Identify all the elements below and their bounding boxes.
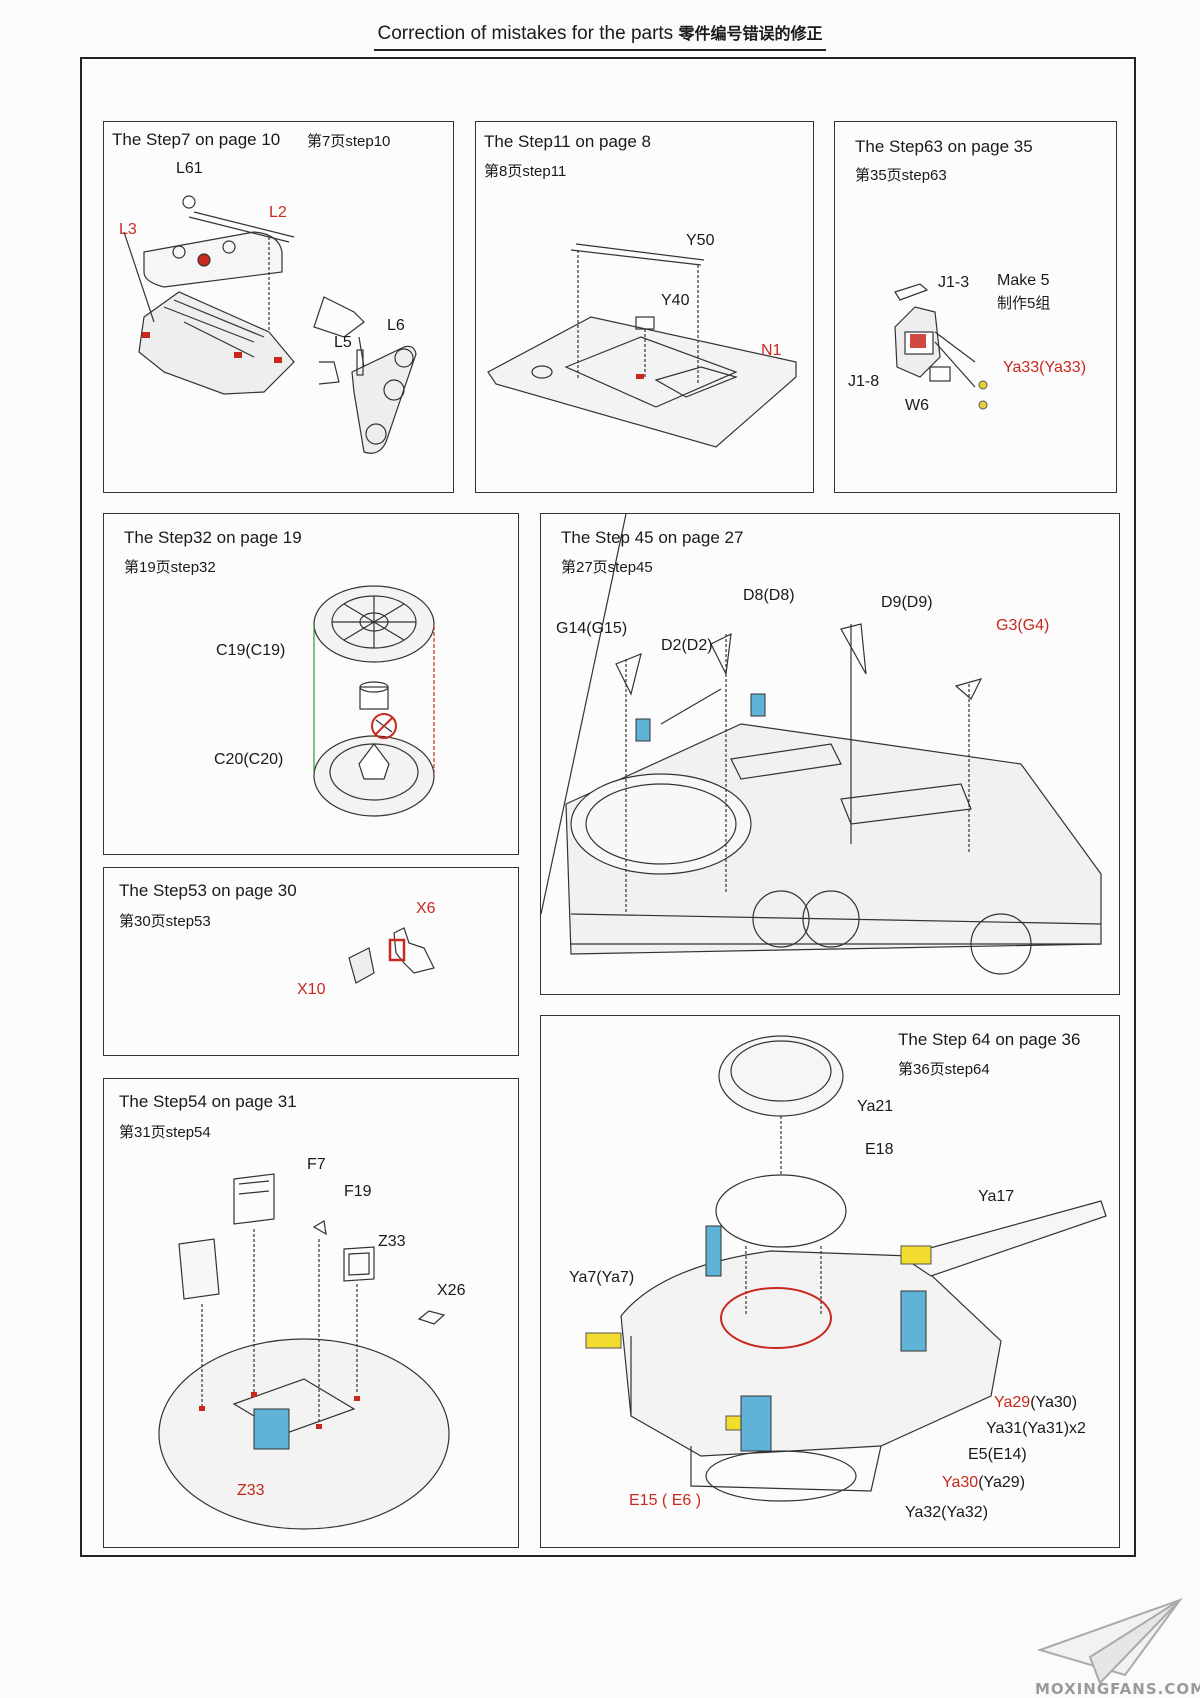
label-l6: L6 — [387, 317, 405, 334]
step45-heading: The Step 45 on page 27 — [561, 528, 744, 547]
label-e5: E5(E14) — [968, 1446, 1027, 1463]
panel-step32: The Step32 on page 19 第19页step32 C19(C19… — [103, 513, 519, 855]
page-title: Correction of mistakes for the parts 零件编… — [0, 20, 1200, 51]
ya30-rest: (Ya29) — [978, 1474, 1026, 1491]
hull-drawing — [541, 514, 1102, 975]
bracket-drawing — [894, 283, 988, 410]
panel-step53: The Step53 on page 30 第30页step53 X6 X10 — [103, 867, 519, 1056]
label-j18: J1-8 — [848, 373, 880, 390]
label-ya30: Ya30(Ya29) — [942, 1474, 1025, 1492]
label-e18: E18 — [865, 1141, 894, 1158]
label-d2: D2(D2) — [661, 637, 713, 654]
label-l2: L2 — [269, 204, 287, 221]
label-x10: X10 — [297, 981, 326, 998]
page-frame — [80, 57, 1136, 1557]
label-x26: X26 — [437, 1282, 466, 1299]
label-l5: L5 — [334, 334, 352, 351]
label-ya31: Ya31(Ya31)x2 — [986, 1420, 1086, 1437]
label-ya32: Ya32(Ya32) — [905, 1504, 989, 1521]
engine-drawing — [123, 195, 417, 454]
step64-heading: The Step 64 on page 36 — [898, 1030, 1081, 1049]
step45-heading-zh: 第27页step45 — [561, 559, 653, 576]
hull-floor-drawing — [487, 243, 797, 448]
step11-heading-zh: 第8页step11 — [484, 163, 567, 180]
label-make5-zh: 制作5组 — [997, 295, 1051, 312]
label-g3: G3(G4) — [996, 617, 1050, 634]
label-ya7: Ya7(Ya7) — [569, 1269, 635, 1286]
bracket-x-drawing — [348, 927, 435, 984]
turret-drawing — [585, 1035, 1107, 1502]
label-ya21: Ya21 — [857, 1098, 894, 1115]
label-f19: F19 — [344, 1183, 372, 1200]
step32-heading-zh: 第19页step32 — [124, 559, 216, 576]
step11-heading: The Step11 on page 8 — [484, 132, 651, 151]
label-d8: D8(D8) — [743, 587, 795, 604]
ya29-red-part: Ya29 — [994, 1394, 1031, 1411]
panel-step54: The Step54 on page 31 第31页step54 F7 F19 … — [103, 1078, 519, 1548]
label-z33-bottom: Z33 — [237, 1482, 265, 1499]
label-d9: D9(D9) — [881, 594, 933, 611]
label-ya17: Ya17 — [978, 1188, 1015, 1205]
label-f7: F7 — [307, 1156, 326, 1173]
step7-heading: The Step7 on page 10 — [112, 130, 281, 149]
panel-step45: The Step 45 on page 27 第27页step45 D8(D8)… — [540, 513, 1120, 995]
turret-floor-drawing — [158, 1173, 450, 1530]
step32-heading: The Step32 on page 19 — [124, 528, 302, 547]
label-make5: Make 5 — [997, 272, 1050, 289]
label-c19: C19(C19) — [216, 642, 286, 659]
label-x6: X6 — [416, 900, 436, 917]
label-j13: J1-3 — [938, 274, 970, 291]
step54-heading: The Step54 on page 31 — [119, 1092, 297, 1111]
panel-step11: The Step11 on page 8 第8页step11 Y50 Y40 N… — [475, 121, 814, 493]
step64-heading-zh: 第36页step64 — [898, 1061, 990, 1078]
panel-step63: The Step63 on page 35 第35页step63 J1-3 Ma… — [834, 121, 1117, 493]
step53-heading: The Step53 on page 30 — [119, 881, 297, 900]
step53-heading-zh: 第30页step53 — [119, 913, 211, 930]
step63-heading-zh: 第35页step63 — [855, 167, 947, 184]
label-ya33: Ya33(Ya33) — [1003, 359, 1087, 376]
label-n1: N1 — [761, 342, 782, 359]
label-z33-top: Z33 — [378, 1233, 406, 1250]
label-g14: G14(G15) — [556, 620, 628, 637]
panel-step7: The Step7 on page 10 第7页step10 L61 L3 L2… — [103, 121, 454, 493]
ya30-red-part: Ya30 — [942, 1474, 979, 1491]
label-l61: L61 — [176, 160, 203, 177]
paper-plane-logo-icon — [1036, 1597, 1183, 1685]
label-l3: L3 — [119, 221, 137, 238]
label-y40: Y40 — [661, 292, 690, 309]
title-zh: 零件编号错误的修正 — [678, 26, 823, 43]
label-ya29: Ya29(Ya30) — [994, 1394, 1077, 1412]
title-en: Correction of mistakes for the parts — [377, 23, 674, 44]
step63-heading: The Step63 on page 35 — [855, 137, 1033, 156]
panel-step64: The Step 64 on page 36 第36页step64 Ya21 E… — [540, 1015, 1120, 1548]
label-c20: C20(C20) — [214, 751, 284, 768]
step7-heading-zh: 第7页step10 — [307, 133, 391, 150]
sprocket-drawing — [313, 585, 435, 817]
step54-heading-zh: 第31页step54 — [119, 1124, 211, 1141]
ya29-rest: (Ya30) — [1030, 1394, 1078, 1411]
watermark-text: MOXINGFANS.COM — [1035, 1680, 1200, 1698]
label-w6: W6 — [905, 397, 929, 414]
label-e15: E15 ( E6 ) — [629, 1492, 702, 1509]
label-y50: Y50 — [686, 232, 715, 249]
